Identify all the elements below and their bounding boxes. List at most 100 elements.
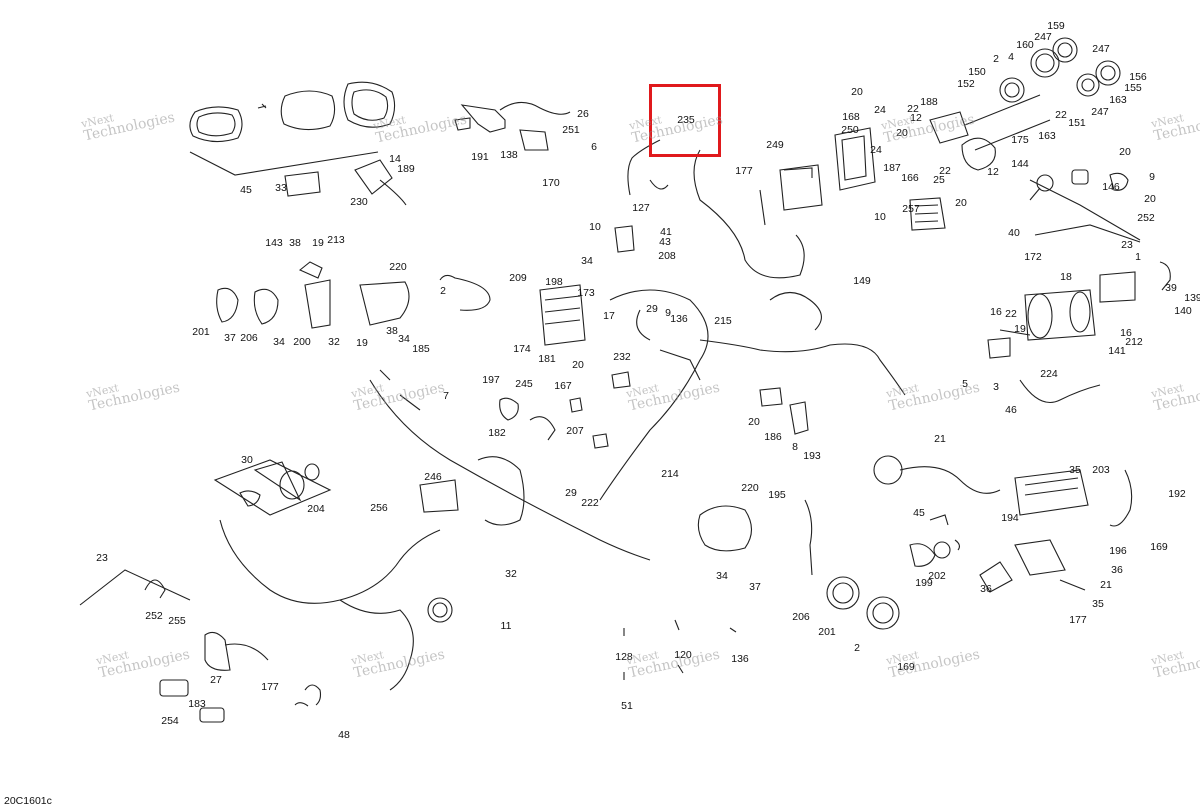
callout-part-number[interactable]: 196: [1109, 544, 1127, 557]
callout-part-number[interactable]: 195: [768, 488, 786, 501]
callout-part-number[interactable]: 136: [670, 312, 688, 325]
callout-part-number[interactable]: 254: [161, 714, 179, 727]
callout-part-number[interactable]: 199: [915, 576, 933, 589]
callout-part-number[interactable]: 182: [488, 426, 506, 439]
callout-part-number[interactable]: 222: [581, 496, 599, 509]
callout-part-number[interactable]: 32: [505, 567, 517, 580]
callout-part-number[interactable]: 136: [731, 652, 749, 665]
callout-part-number[interactable]: 204: [307, 502, 325, 515]
callout-part-number[interactable]: 169: [1150, 540, 1168, 553]
callout-part-number[interactable]: 17: [603, 309, 615, 322]
callout-part-number[interactable]: 36: [1111, 563, 1123, 576]
callout-part-number[interactable]: 201: [818, 625, 836, 638]
callout-part-number[interactable]: 177: [261, 680, 279, 693]
callout-part-number[interactable]: 19: [1014, 322, 1026, 335]
callout-part-number[interactable]: 189: [397, 162, 415, 175]
callout-part-number[interactable]: 156: [1129, 70, 1147, 83]
callout-part-number[interactable]: 22: [939, 164, 951, 177]
callout-part-number[interactable]: 257: [902, 202, 920, 215]
callout-highlighted-part[interactable]: 235: [677, 113, 695, 126]
callout-part-number[interactable]: 170: [542, 176, 560, 189]
callout-part-number[interactable]: 206: [240, 331, 258, 344]
selected-part-highlight[interactable]: [649, 84, 721, 157]
callout-part-number[interactable]: 22: [1055, 108, 1067, 121]
callout-part-number[interactable]: 212: [1125, 335, 1143, 348]
callout-part-number[interactable]: 29: [646, 302, 658, 315]
callout-part-number[interactable]: 177: [1069, 613, 1087, 626]
callout-part-number[interactable]: 35: [1069, 463, 1081, 476]
callout-part-number[interactable]: 166: [901, 171, 919, 184]
callout-part-number[interactable]: 202: [928, 569, 946, 582]
callout-part-number[interactable]: 36: [980, 582, 992, 595]
callout-part-number[interactable]: 32: [328, 335, 340, 348]
callout-part-number[interactable]: 20: [1119, 145, 1131, 158]
callout-part-number[interactable]: 181: [538, 352, 556, 365]
callout-part-number[interactable]: 194: [1001, 511, 1019, 524]
callout-part-number[interactable]: 146: [1102, 180, 1120, 193]
callout-part-number[interactable]: 12: [910, 111, 922, 124]
callout-part-number[interactable]: 197: [482, 373, 500, 386]
callout-part-number[interactable]: 34: [716, 569, 728, 582]
callout-part-number[interactable]: 38: [386, 324, 398, 337]
callout-part-number[interactable]: 200: [293, 335, 311, 348]
callout-part-number[interactable]: 45: [240, 183, 252, 196]
callout-part-number[interactable]: 37: [224, 331, 236, 344]
callout-part-number[interactable]: 48: [338, 728, 350, 741]
callout-part-number[interactable]: 230: [350, 195, 368, 208]
callout-part-number[interactable]: 232: [613, 350, 631, 363]
callout-part-number[interactable]: 19: [356, 336, 368, 349]
callout-part-number[interactable]: 159: [1047, 19, 1065, 32]
callout-part-number[interactable]: 186: [764, 430, 782, 443]
callout-part-number[interactable]: 249: [766, 138, 784, 151]
callout-part-number[interactable]: 127: [632, 201, 650, 214]
callout-part-number[interactable]: 37: [749, 580, 761, 593]
callout-part-number[interactable]: 163: [1109, 93, 1127, 106]
callout-part-number[interactable]: 9: [1149, 170, 1155, 183]
callout-part-number[interactable]: 26: [577, 107, 589, 120]
callout-part-number[interactable]: 20: [748, 415, 760, 428]
callout-part-number[interactable]: 206: [792, 610, 810, 623]
callout-part-number[interactable]: 215: [714, 314, 732, 327]
callout-part-number[interactable]: 18: [1060, 270, 1072, 283]
callout-part-number[interactable]: 16: [1120, 326, 1132, 339]
callout-part-number[interactable]: 251: [562, 123, 580, 136]
callout-part-number[interactable]: 46: [1005, 403, 1017, 416]
callout-part-number[interactable]: 51: [621, 699, 633, 712]
callout-part-number[interactable]: 167: [554, 379, 572, 392]
callout-part-number[interactable]: 188: [920, 95, 938, 108]
callout-part-number[interactable]: 155: [1124, 81, 1142, 94]
callout-part-number[interactable]: 22: [1005, 307, 1017, 320]
callout-part-number[interactable]: 220: [389, 260, 407, 273]
callout-part-number[interactable]: 224: [1040, 367, 1058, 380]
callout-part-number[interactable]: 203: [1092, 463, 1110, 476]
callout-part-number[interactable]: 120: [674, 648, 692, 661]
callout-part-number[interactable]: 27: [210, 673, 222, 686]
callout-part-number[interactable]: 175: [1011, 133, 1029, 146]
callout-part-number[interactable]: 245: [515, 377, 533, 390]
callout-part-number[interactable]: 209: [509, 271, 527, 284]
callout-part-number[interactable]: 177: [735, 164, 753, 177]
callout-part-number[interactable]: 141: [1108, 344, 1126, 357]
callout-part-number[interactable]: 252: [1137, 211, 1155, 224]
callout-part-number[interactable]: 150: [968, 65, 986, 78]
callout-part-number[interactable]: 2: [854, 641, 860, 654]
callout-part-number[interactable]: 40: [1008, 226, 1020, 239]
callout-part-number[interactable]: 3: [993, 380, 999, 393]
callout-part-number[interactable]: 23: [1121, 238, 1133, 251]
callout-part-number[interactable]: 20: [1144, 192, 1156, 205]
callout-part-number[interactable]: 192: [1168, 487, 1186, 500]
callout-part-number[interactable]: 10: [589, 220, 601, 233]
callout-part-number[interactable]: 247: [1034, 30, 1052, 43]
callout-part-number[interactable]: 16: [990, 305, 1002, 318]
callout-part-number[interactable]: 20: [572, 358, 584, 371]
callout-part-number[interactable]: 172: [1024, 250, 1042, 263]
callout-part-number[interactable]: 38: [289, 236, 301, 249]
callout-part-number[interactable]: 41: [660, 225, 672, 238]
callout-part-number[interactable]: 163: [1038, 129, 1056, 142]
callout-part-number[interactable]: 169: [897, 660, 915, 673]
callout-part-number[interactable]: 247: [1091, 105, 1109, 118]
callout-part-number[interactable]: 256: [370, 501, 388, 514]
callout-part-number[interactable]: 207: [566, 424, 584, 437]
callout-part-number[interactable]: 128: [615, 650, 633, 663]
callout-part-number[interactable]: 19: [312, 236, 324, 249]
